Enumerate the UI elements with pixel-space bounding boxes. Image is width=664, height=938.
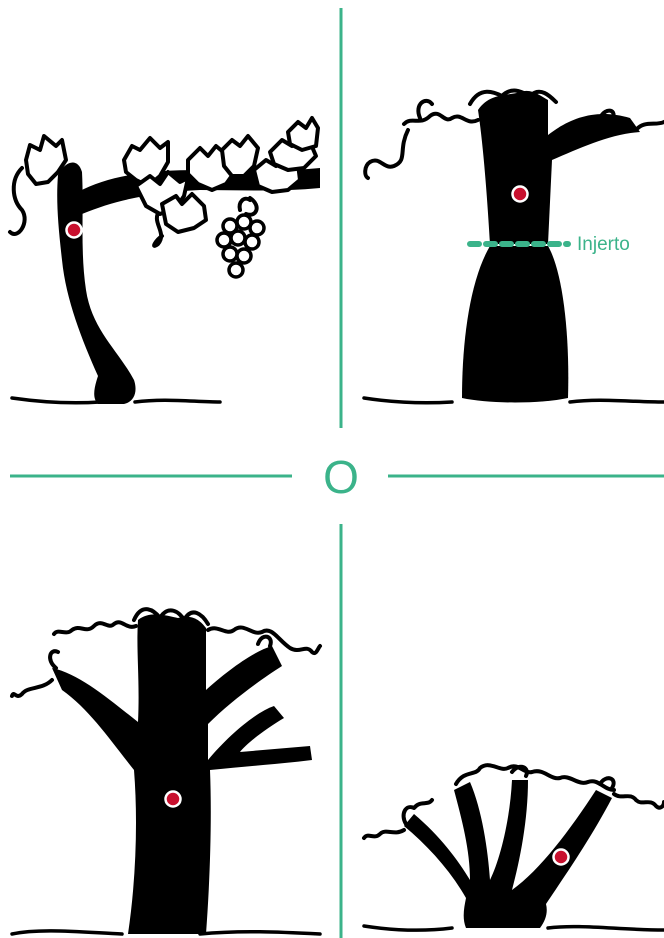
upper-trunk <box>478 90 640 245</box>
red-marker-dot <box>164 790 182 808</box>
leaf <box>286 116 320 152</box>
rootstock <box>462 246 569 403</box>
canopy-vine <box>132 607 210 626</box>
canopy-vine <box>468 88 558 106</box>
red-marker-dot <box>511 185 529 203</box>
grape <box>229 229 247 247</box>
vine-with-leaves-illustration <box>8 116 320 405</box>
grape <box>227 261 245 279</box>
trunk <box>52 614 312 934</box>
red-marker-dot <box>552 848 570 866</box>
grafted-trunk-illustration: Injerto <box>362 88 664 405</box>
canopy-vine <box>598 776 616 790</box>
canopy-vine <box>401 798 434 826</box>
canopy-vine <box>206 625 322 656</box>
canopy-vine <box>598 108 616 122</box>
canopy-vine <box>256 634 273 648</box>
leaf <box>220 134 260 178</box>
canopy-vine <box>362 828 406 840</box>
canopy-vine <box>48 649 60 670</box>
grape-cluster <box>215 196 266 279</box>
leaf <box>122 136 170 188</box>
ground-line <box>362 396 664 405</box>
canopy-vine <box>363 128 410 180</box>
grape <box>235 247 253 265</box>
grape-stem <box>237 196 252 212</box>
canopy-vine <box>612 792 664 810</box>
trunk <box>404 780 612 928</box>
grape <box>221 245 239 263</box>
separators: O <box>10 8 664 938</box>
canopy-vine <box>416 98 434 120</box>
canopy-vine <box>454 763 616 792</box>
or-separator: O <box>323 451 359 503</box>
canopy-vine <box>510 764 529 778</box>
ground-line <box>10 929 322 936</box>
tall-trunk-illustration <box>10 607 322 936</box>
canopy-vine <box>10 678 54 698</box>
grape <box>248 219 266 237</box>
red-marker-dot <box>65 221 83 239</box>
canopy-vine <box>402 111 480 126</box>
graft-label: Injerto <box>577 234 630 255</box>
leaf <box>160 192 208 234</box>
canopy-vine <box>52 620 138 636</box>
goblet-vine-illustration <box>362 763 664 932</box>
leaf <box>24 134 68 186</box>
ground-line <box>362 924 664 932</box>
canopy-vine <box>634 120 664 132</box>
tendril <box>152 208 164 248</box>
grape <box>215 231 233 249</box>
tendril <box>8 166 27 236</box>
ground-line <box>10 396 222 405</box>
grape <box>243 233 261 251</box>
